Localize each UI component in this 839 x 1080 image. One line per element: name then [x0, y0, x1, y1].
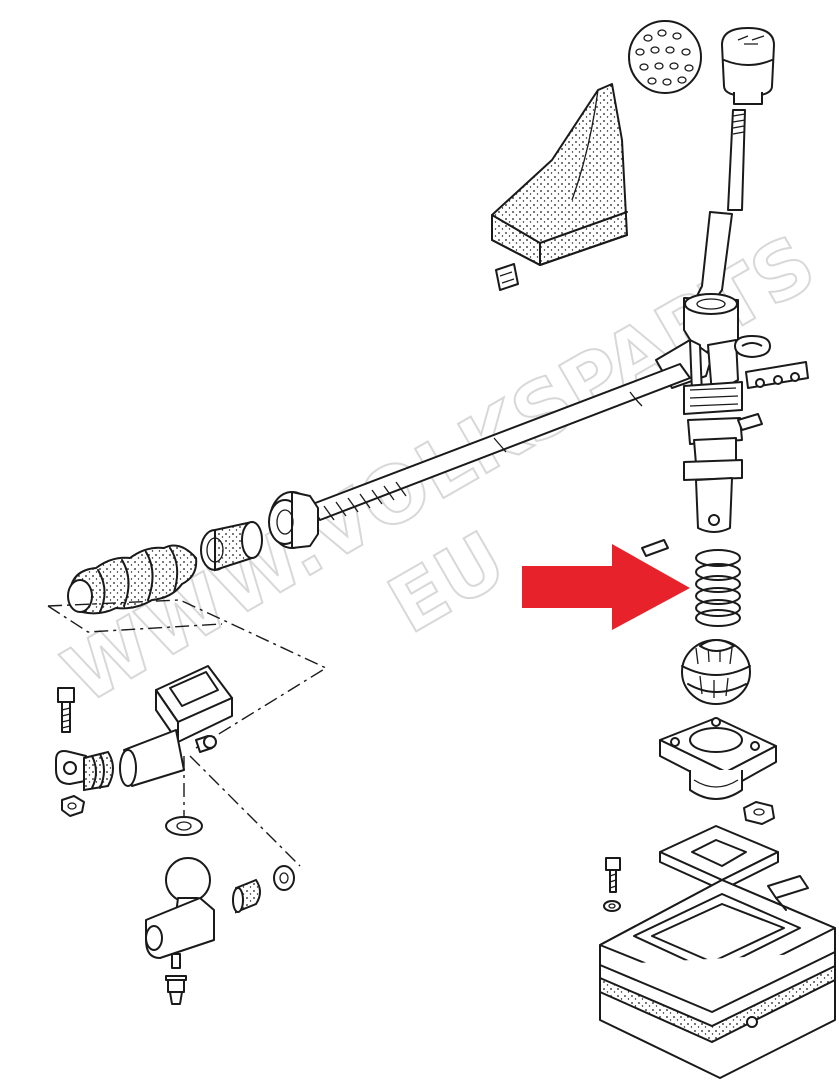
circlip [734, 335, 771, 358]
highlight-arrow [522, 544, 690, 630]
plug-screw [165, 975, 187, 1005]
bolt-left [57, 687, 75, 733]
nut-left [61, 795, 85, 817]
washer [603, 900, 621, 912]
shift-knob-dimpled [628, 20, 702, 94]
ball-joint [145, 857, 215, 969]
gasket [659, 825, 779, 891]
washer-left [165, 816, 203, 836]
shift-rod-bushing [268, 491, 319, 549]
shift-boot [491, 83, 628, 266]
washer-small [273, 865, 295, 891]
boot-clip [495, 263, 519, 291]
ball-cage [681, 639, 751, 705]
bolt [605, 857, 621, 893]
lever-bearing-housing [659, 717, 777, 800]
shift-tower-base [599, 875, 836, 1079]
selector-bracket [119, 665, 233, 787]
shift-knob-upper [721, 27, 775, 105]
clamp-with-bushing [55, 750, 114, 792]
guide-plate [745, 361, 809, 389]
spring [695, 549, 741, 627]
coupling [200, 520, 263, 572]
nut [743, 801, 775, 825]
bushing-small [232, 878, 261, 914]
pin [641, 539, 669, 557]
